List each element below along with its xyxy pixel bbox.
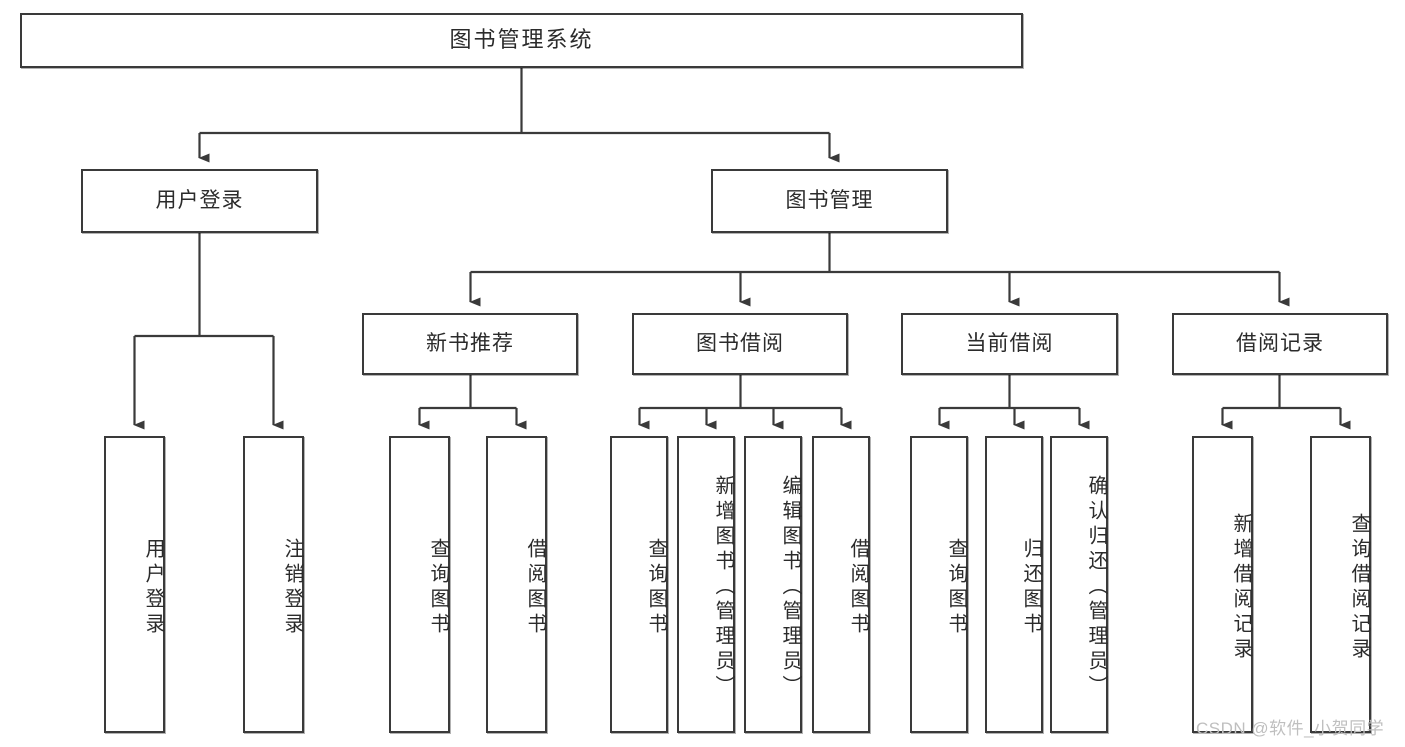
node-user-login-label: 用户登录 bbox=[155, 189, 244, 213]
node-leaf-edit-book[interactable]: 编辑图书（管理员） bbox=[744, 436, 802, 733]
node-leaf-query-record-label: 查询借阅记录 bbox=[1348, 512, 1370, 663]
node-leaf-confirm-return[interactable]: 确认归还（管理员） bbox=[1050, 436, 1108, 733]
node-leaf-return-book-label: 归还图书 bbox=[1020, 537, 1042, 638]
node-borrow-record[interactable]: 借阅记录 bbox=[1172, 313, 1388, 375]
node-leaf-query-book-1-label: 查询图书 bbox=[427, 537, 449, 638]
node-leaf-add-record-label: 新增借阅记录 bbox=[1230, 512, 1252, 663]
node-new-book-rec-label: 新书推荐 bbox=[426, 332, 514, 356]
node-leaf-user-login-label: 用户登录 bbox=[142, 537, 164, 638]
watermark: CSDN @软件_小贺同学 bbox=[1196, 719, 1385, 738]
node-leaf-add-book[interactable]: 新增图书（管理员） bbox=[677, 436, 735, 733]
node-book-borrow[interactable]: 图书借阅 bbox=[632, 313, 848, 375]
node-leaf-query-book-2[interactable]: 查询图书 bbox=[610, 436, 668, 733]
node-leaf-user-logout[interactable]: 注销登录 bbox=[243, 436, 304, 733]
node-root-label: 图书管理系统 bbox=[449, 27, 594, 53]
node-leaf-query-book-3[interactable]: 查询图书 bbox=[910, 436, 968, 733]
node-new-book-rec[interactable]: 新书推荐 bbox=[362, 313, 578, 375]
node-leaf-borrow-book-1[interactable]: 借阅图书 bbox=[486, 436, 547, 733]
node-book-manage-label: 图书管理 bbox=[785, 189, 874, 213]
node-borrow-record-label: 借阅记录 bbox=[1236, 332, 1324, 356]
node-leaf-user-logout-label: 注销登录 bbox=[281, 537, 303, 638]
node-leaf-borrow-book-2-label: 借阅图书 bbox=[847, 537, 869, 638]
node-book-borrow-label: 图书借阅 bbox=[696, 332, 784, 356]
node-root[interactable]: 图书管理系统 bbox=[20, 13, 1023, 68]
node-current-borrow[interactable]: 当前借阅 bbox=[901, 313, 1118, 375]
node-leaf-borrow-book-1-label: 借阅图书 bbox=[524, 537, 546, 638]
node-leaf-confirm-return-label: 确认归还（管理员） bbox=[1085, 475, 1107, 700]
node-leaf-query-record[interactable]: 查询借阅记录 bbox=[1310, 436, 1371, 733]
node-leaf-user-login[interactable]: 用户登录 bbox=[104, 436, 165, 733]
node-leaf-query-book-2-label: 查询图书 bbox=[645, 537, 667, 638]
node-leaf-edit-book-label: 编辑图书（管理员） bbox=[779, 475, 801, 700]
node-leaf-add-record[interactable]: 新增借阅记录 bbox=[1192, 436, 1253, 733]
node-leaf-query-book-3-label: 查询图书 bbox=[945, 537, 967, 638]
node-leaf-return-book[interactable]: 归还图书 bbox=[985, 436, 1043, 733]
node-book-manage[interactable]: 图书管理 bbox=[711, 169, 948, 233]
node-leaf-add-book-label: 新增图书（管理员） bbox=[712, 475, 734, 700]
node-leaf-query-book-1[interactable]: 查询图书 bbox=[389, 436, 450, 733]
node-user-login[interactable]: 用户登录 bbox=[81, 169, 318, 233]
node-leaf-borrow-book-2[interactable]: 借阅图书 bbox=[812, 436, 870, 733]
node-current-borrow-label: 当前借阅 bbox=[965, 332, 1054, 356]
